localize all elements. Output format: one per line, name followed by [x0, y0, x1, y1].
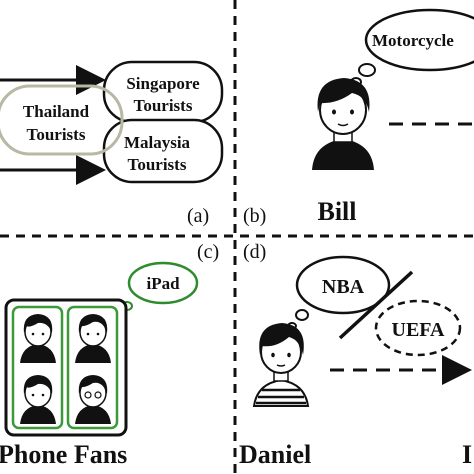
malaysia-label-2: Tourists [128, 155, 187, 174]
thought-bubble-nba [295, 255, 391, 315]
nba-label: NBA [322, 276, 365, 298]
singapore-label-1: Singapore [126, 74, 200, 93]
strike-through-slash [338, 270, 414, 340]
panel-d: (d) NBA UEFA Daniel I [239, 241, 472, 469]
thailand-tourists-node [0, 84, 124, 156]
fan-column-right [66, 305, 119, 430]
bill-avatar [312, 78, 374, 170]
fan-avatar-1 [20, 314, 56, 363]
panel-d-tag: (d) [243, 241, 266, 263]
nba-thought-dot-large [295, 309, 309, 321]
thought-dot-large [358, 63, 376, 77]
fan-column-left [11, 305, 64, 430]
thought-bubble-uefa [374, 299, 462, 357]
fan-avatar-4 [75, 375, 111, 424]
bill-label: Bill [317, 197, 356, 226]
uefa-label: UEFA [392, 319, 446, 341]
panel-a-tag: (a) [187, 205, 209, 227]
thailand-label-1: Thailand [23, 102, 90, 121]
singapore-label-2: Tourists [134, 96, 193, 115]
daniel-avatar [252, 323, 310, 407]
motorcycle-label: Motorcycle [372, 31, 454, 50]
panel-b-tag: (b) [243, 205, 266, 227]
panel-b: Motorcycle Bill (b) [243, 8, 474, 227]
thought-bubble-ipad [127, 261, 199, 305]
fan-avatar-2 [75, 314, 111, 363]
ipad-label: iPad [146, 274, 180, 293]
panel-a: Singapore Tourists Malaysia Tourists Tha… [0, 60, 224, 227]
phone-fans-label: Phone Fans [0, 440, 127, 469]
edge-letter: I [462, 440, 472, 469]
daniel-label: Daniel [239, 440, 311, 469]
thailand-label-2: Tourists [27, 125, 86, 144]
fan-avatar-3 [20, 375, 56, 424]
thought-bubble-motorcycle [364, 8, 474, 72]
panel-c: (c) iPad [0, 241, 219, 469]
panel-c-tag: (c) [197, 241, 219, 263]
malaysia-label-1: Malaysia [124, 133, 191, 152]
